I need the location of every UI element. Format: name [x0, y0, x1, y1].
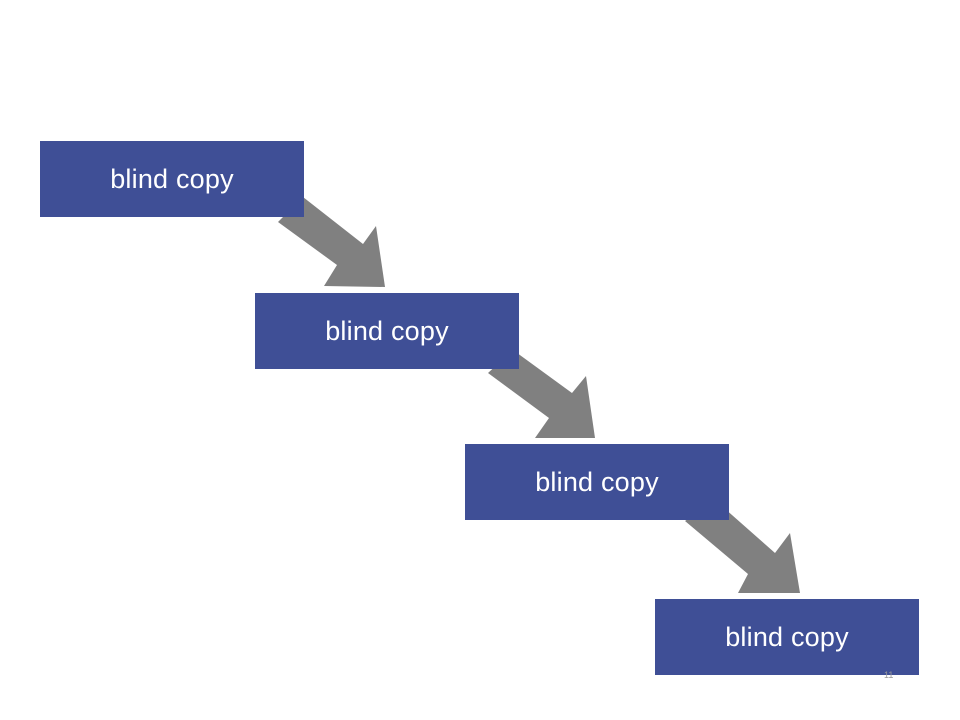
step-box-4: blind copy: [655, 599, 919, 675]
step-box-2-label: blind copy: [325, 315, 449, 346]
arrow-step-2-to-3: [488, 350, 595, 438]
step-box-3: blind copy: [465, 444, 729, 520]
arrow-step-3-to-4: [685, 500, 800, 593]
step-box-1: blind copy: [40, 141, 304, 217]
step-box-4-label: blind copy: [725, 621, 849, 652]
arrow-step-1-to-2: [278, 197, 385, 287]
page-number: 11: [884, 670, 894, 680]
step-box-2: blind copy: [255, 293, 519, 369]
step-box-1-label: blind copy: [110, 163, 234, 194]
step-box-3-label: blind copy: [535, 466, 659, 497]
